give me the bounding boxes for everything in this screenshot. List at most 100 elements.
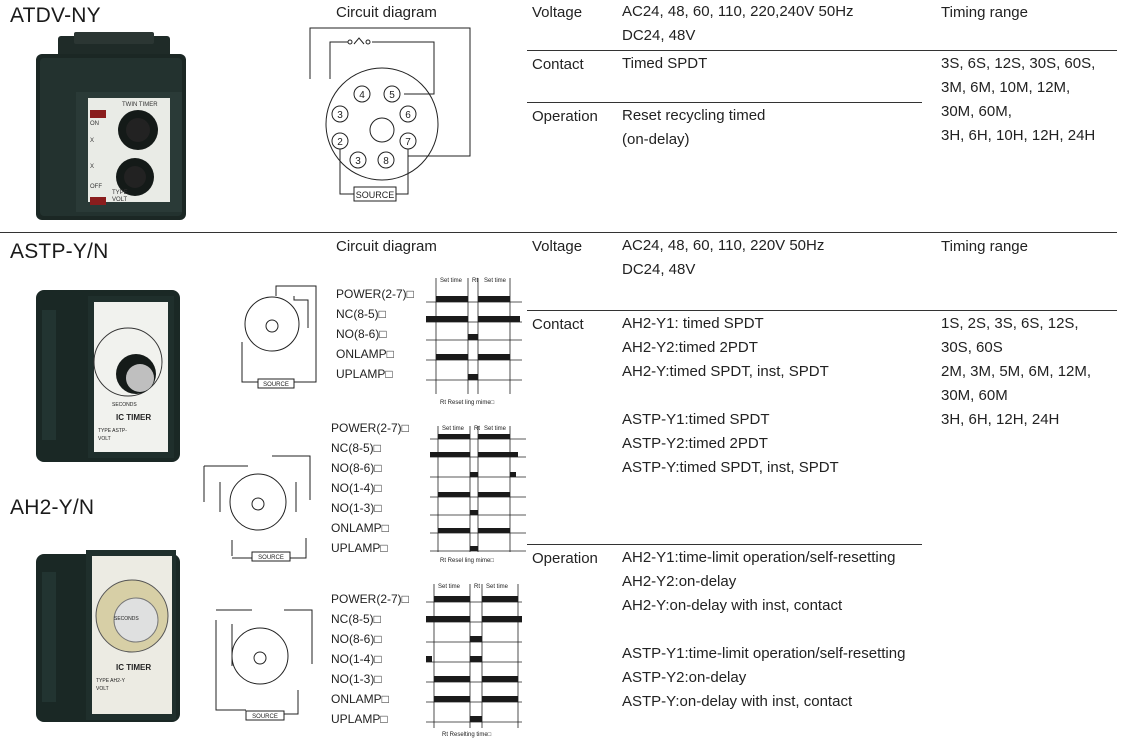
- operation-label-1: Operation: [532, 108, 598, 125]
- timing-line: 3H, 6H, 12H, 24H: [941, 411, 1060, 428]
- timing-range-label-2: Timing range: [941, 238, 1028, 255]
- ah2-device-photo: SECONDS IC TIMER TYPE AH2-Y VOLT: [36, 550, 180, 722]
- contact-label-1: Contact: [532, 56, 584, 73]
- timing-waveform-2: Set time Rt Set time Rt Resel ling mime□: [430, 426, 526, 564]
- svg-text:TYPE AH2-Y: TYPE AH2-Y: [96, 678, 126, 684]
- svg-text:4: 4: [359, 90, 365, 101]
- atdv-ny-circuit-diagram: 4 5 3 6 2 7 3 8 SOURCE: [309, 27, 471, 202]
- svg-text:VOLT: VOLT: [96, 686, 109, 692]
- svg-text:8: 8: [383, 156, 389, 167]
- svg-text:OFF: OFF: [90, 184, 102, 190]
- operation-value-2: AH2-Y1:time-limit operation/self-resetti…: [622, 546, 905, 714]
- svg-text:3: 3: [337, 110, 343, 121]
- svg-text:Rt: Rt: [472, 278, 478, 284]
- signal-label: ONLAMP□: [331, 692, 389, 706]
- signal-label: NO(1-4)□: [331, 652, 382, 666]
- svg-text:X: X: [90, 138, 94, 144]
- operation-line: AH2-Y2:on-delay: [622, 573, 737, 590]
- signal-label: UPLAMP□: [336, 367, 393, 381]
- signal-label: UPLAMP□: [331, 541, 388, 555]
- svg-text:Set time: Set time: [484, 426, 507, 432]
- voltage-line: DC24, 48V: [622, 27, 696, 44]
- astp-device-photo: SECONDS IC TIMER TYPE ASTP- VOLT: [36, 290, 180, 462]
- product-title-astp-y-n: ASTP-Y/N: [10, 240, 109, 263]
- svg-text:VOLT: VOLT: [98, 436, 111, 442]
- contact-line: ASTP-Y1:timed SPDT: [622, 411, 770, 428]
- signal-label: NO(1-3)□: [331, 672, 382, 686]
- svg-text:IC TIMER: IC TIMER: [116, 663, 151, 672]
- signal-label: ONLAMP□: [331, 521, 389, 535]
- timing-range-label-1: Timing range: [941, 4, 1028, 21]
- svg-text:TWIN TIMER: TWIN TIMER: [122, 102, 158, 108]
- table-divider: [527, 310, 1117, 311]
- signal-label: NC(8-5)□: [336, 307, 386, 321]
- contact-line: ASTP-Y:timed SPDT, inst, SPDT: [622, 459, 839, 476]
- voltage-line: DC24, 48V: [622, 261, 696, 278]
- operation-line: AH2-Y:on-delay with inst, contact: [622, 597, 843, 614]
- signal-label: POWER(2-7)□: [336, 287, 414, 301]
- signal-label: NO(1-3)□: [331, 501, 382, 515]
- contact-value-2: AH2-Y1: timed SPDT AH2-Y2:timed 2PDT AH2…: [622, 312, 839, 480]
- signal-label: NO(1-4)□: [331, 481, 382, 495]
- voltage-line: AC24, 48, 60, 110, 220,240V 50Hz: [622, 3, 854, 20]
- svg-text:TYPE ASTP-: TYPE ASTP-: [98, 428, 127, 434]
- voltage-line: AC24, 48, 60, 110, 220V 50Hz: [622, 237, 825, 254]
- svg-text:Rt Reset ling mime□: Rt Reset ling mime□: [440, 400, 495, 406]
- operation-label-2: Operation: [532, 550, 598, 567]
- timing-line: 30M, 60M: [941, 387, 1008, 404]
- contact-line: AH2-Y:timed SPDT, inst, SPDT: [622, 363, 829, 380]
- timing-chart-2-signals: POWER(2-7)□ NC(8-5)□ NO(8-6)□ NO(1-4)□ N…: [331, 418, 409, 558]
- signal-label: ONLAMP□: [336, 347, 394, 361]
- operation-line: (on-delay): [622, 131, 690, 148]
- svg-text:VOLT: VOLT: [112, 197, 128, 203]
- voltage-value-2: AC24, 48, 60, 110, 220V 50Hz DC24, 48V: [622, 234, 824, 282]
- signal-label: NO(8-6)□: [331, 461, 382, 475]
- timing-waveform-3: Set time Rt Set time Rt Reselting time□: [426, 584, 522, 738]
- svg-text:SOURCE: SOURCE: [263, 382, 289, 388]
- svg-text:SECONDS: SECONDS: [112, 402, 137, 408]
- contact-line: ASTP-Y2:timed 2PDT: [622, 435, 768, 452]
- svg-text:ON: ON: [90, 121, 99, 127]
- section-divider: [0, 232, 1117, 233]
- svg-text:TYPE: TYPE: [112, 190, 128, 196]
- contact-line: [622, 384, 839, 408]
- contact-line: AH2-Y1: timed SPDT: [622, 315, 764, 332]
- svg-text:Rt Resel ling mime□: Rt Resel ling mime□: [440, 558, 494, 564]
- table-divider: [527, 544, 922, 545]
- operation-line: AH2-Y1:time-limit operation/self-resetti…: [622, 549, 896, 566]
- table-divider: [527, 102, 922, 103]
- operation-line: ASTP-Y:on-delay with inst, contact: [622, 693, 853, 710]
- svg-text:SOURCE: SOURCE: [356, 190, 395, 200]
- operation-line: [622, 618, 905, 642]
- svg-text:Rt: Rt: [474, 584, 480, 590]
- timing-line: 2M, 3M, 5M, 6M, 12M,: [941, 363, 1092, 380]
- signal-label: UPLAMP□: [331, 712, 388, 726]
- product-title-ah2-y-n: AH2-Y/N: [10, 496, 95, 519]
- signal-label: NO(8-6)□: [331, 632, 382, 646]
- timing-range-value-1: 3S, 6S, 12S, 30S, 60S, 3M, 6M, 10M, 12M,…: [941, 52, 1095, 148]
- contact-line: AH2-Y2:timed 2PDT: [622, 339, 758, 356]
- svg-text:SECONDS: SECONDS: [114, 616, 139, 622]
- voltage-value-1: AC24, 48, 60, 110, 220,240V 50Hz DC24, 4…: [622, 0, 854, 48]
- socket-circuit-1: SOURCE: [241, 285, 317, 389]
- svg-text:Set time: Set time: [438, 584, 461, 590]
- timing-line: 3S, 6S, 12S, 30S, 60S,: [941, 55, 1096, 72]
- svg-text:SOURCE: SOURCE: [252, 714, 278, 720]
- timing-chart-3-signals: POWER(2-7)□ NC(8-5)□ NO(8-6)□ NO(1-4)□ N…: [331, 589, 409, 729]
- timing-line: 30S, 60S: [941, 339, 1003, 356]
- signal-label: POWER(2-7)□: [331, 592, 409, 606]
- svg-text:Rt: Rt: [474, 426, 480, 432]
- circuit-diagram-label-2: Circuit diagram: [336, 238, 437, 255]
- svg-text:Rt Reselting time□: Rt Reselting time□: [442, 732, 492, 738]
- svg-text:X: X: [90, 164, 94, 170]
- timing-line: 1S, 2S, 3S, 6S, 12S,: [941, 315, 1079, 332]
- svg-text:2: 2: [337, 137, 343, 148]
- svg-text:Set time: Set time: [442, 426, 465, 432]
- operation-line: ASTP-Y1:time-limit operation/self-resett…: [622, 645, 906, 662]
- svg-text:SOURCE: SOURCE: [258, 555, 284, 561]
- operation-value-1: Reset recycling timed (on-delay): [622, 104, 765, 152]
- signal-label: NC(8-5)□: [331, 612, 381, 626]
- svg-text:IC TIMER: IC TIMER: [116, 413, 151, 422]
- timing-line: 3H, 6H, 10H, 12H, 24H: [941, 127, 1096, 144]
- voltage-label-2: Voltage: [532, 238, 583, 255]
